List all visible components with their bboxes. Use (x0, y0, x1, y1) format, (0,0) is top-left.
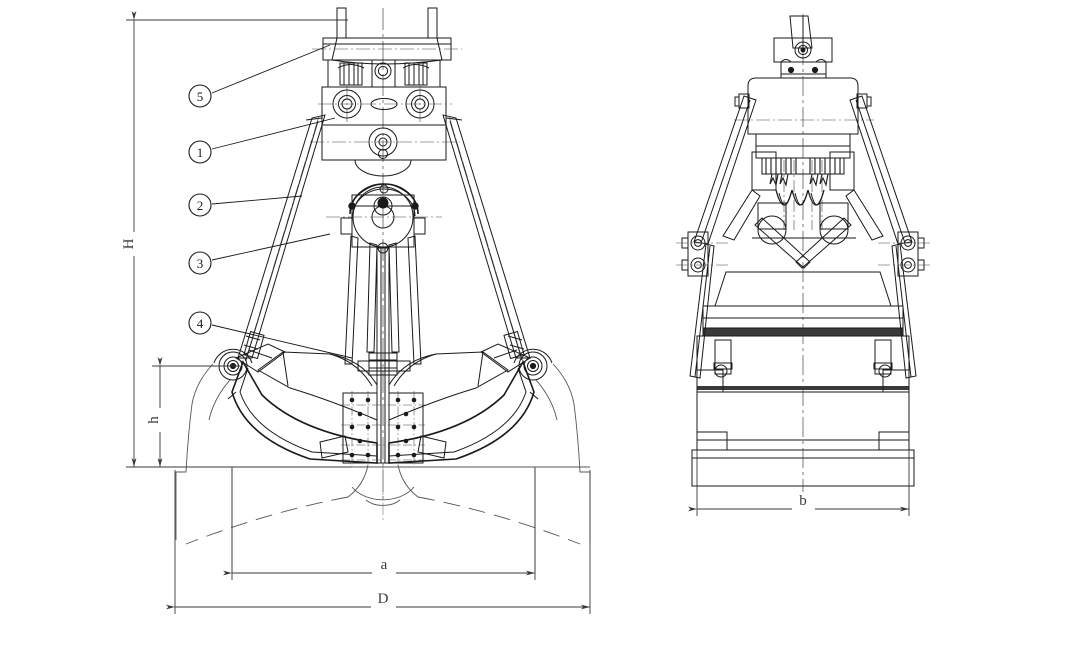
balloon-label-5: 5 (197, 89, 204, 104)
dim-a (223, 468, 536, 580)
dim-label-b: b (799, 493, 807, 509)
dim-H (126, 11, 352, 468)
balloon-label-3: 3 (197, 256, 204, 271)
balloon-circle-1[interactable] (188, 140, 212, 164)
head-trunnion-block (305, 117, 463, 177)
dim-h (152, 357, 240, 467)
balloon-label-1: 1 (197, 145, 204, 160)
dim-label-H: H (121, 238, 137, 249)
cutting-edge-bolt-plates (341, 391, 425, 465)
callout-1[interactable]: 1 (188, 117, 336, 164)
balloon-circle-4[interactable] (188, 311, 212, 335)
balloon-circle-3[interactable] (188, 251, 212, 275)
dim-label-D: D (378, 591, 389, 607)
side-hinge-left (676, 231, 728, 277)
side-shell-upper-band (702, 271, 904, 337)
callout-5[interactable]: 5 (188, 44, 331, 108)
side-rope-sheaves (775, 160, 825, 230)
dimension-layer (126, 11, 910, 614)
lifting-lug-assembly (312, 7, 462, 65)
dim-label-a: a (381, 557, 388, 573)
balloon-label-2: 2 (197, 198, 204, 213)
side-arm-overlay (689, 243, 917, 379)
dim-label-h: h (146, 416, 162, 424)
callout-4[interactable]: 4 (188, 311, 353, 359)
side-cross-brace (752, 202, 856, 269)
dim-D (166, 470, 591, 614)
side-hinge-right (878, 231, 930, 277)
balloon-circle-5[interactable] (188, 84, 212, 108)
balloon-label-4: 4 (197, 316, 204, 331)
side-shell-lower (691, 335, 915, 487)
callout-3[interactable]: 3 (188, 233, 331, 275)
dimension-labels: H h a D b (121, 238, 807, 607)
side-view (676, 14, 930, 492)
upper-head-block (327, 59, 441, 88)
balloon-circle-2[interactable] (188, 193, 212, 217)
callout-2[interactable]: 2 (188, 193, 303, 217)
side-cable-drum (751, 151, 855, 191)
dim-b (688, 450, 910, 516)
callout-layer: 5 1 2 3 4 (188, 44, 353, 359)
